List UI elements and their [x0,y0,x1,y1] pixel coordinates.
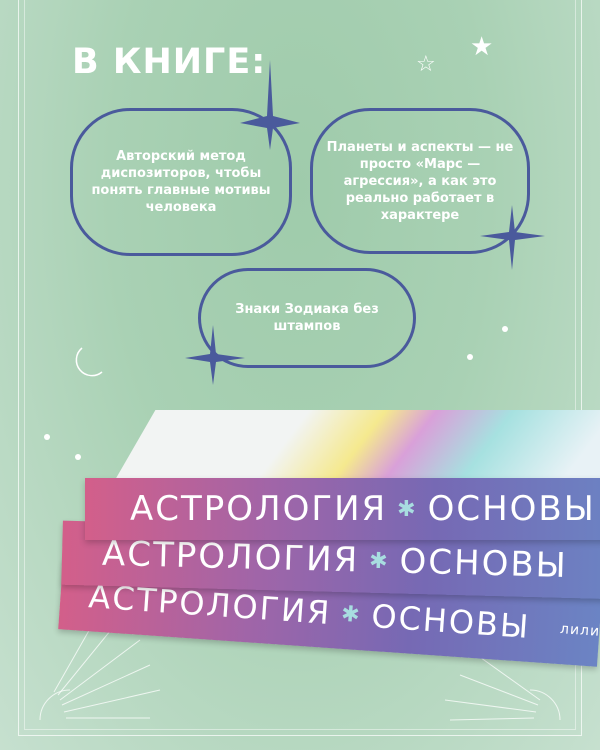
feature-card-1: Авторский метод диспозиторов, чтобы поня… [70,108,292,256]
book-title-right: ОСНОВЫ [427,489,596,529]
feature-text: Авторский метод диспозиторов, чтобы поня… [91,149,271,215]
book-title-right: ОСНОВЫ [399,541,569,586]
sparkle-icon [480,205,545,270]
decorative-frame [18,0,582,736]
asterisk-icon: ✱ [368,548,390,574]
decorative-frame-inner [24,0,576,730]
book-top-cover [115,410,600,480]
feature-card-2: Планеты и аспекты — не просто «Марс — аг… [310,108,530,254]
sparkle-icon [185,325,245,385]
star-outline-icon: ☆ [416,52,436,77]
book-spine-top: АСТРОЛОГИЯ ✱ ОСНОВЫ [85,478,600,540]
feature-text: Знаки Зодиака без штампов [235,302,379,334]
star-icon: ★ [470,32,494,62]
dot-icon [75,454,81,460]
dot-icon [502,326,508,332]
sunburst-left [39,619,561,721]
feature-text: Планеты и аспекты — не просто «Марс — аг… [326,139,514,223]
page-title: В КНИГЕ: [72,42,267,82]
moon-icon [75,347,103,377]
asterisk-icon: ✱ [397,496,418,522]
dot-icon [467,354,473,360]
book-author: лилия л [559,621,600,641]
asterisk-icon: ✱ [340,601,363,628]
book-title-right: ОСНОВЫ [370,596,532,646]
feature-card-3: Знаки Зодиака без штампов [198,268,416,368]
sparkle-icon [240,60,300,150]
dot-icon [44,434,50,440]
book-title-left: АСТРОЛОГИЯ [101,533,360,581]
book-title-left: АСТРОЛОГИЯ [130,489,388,529]
